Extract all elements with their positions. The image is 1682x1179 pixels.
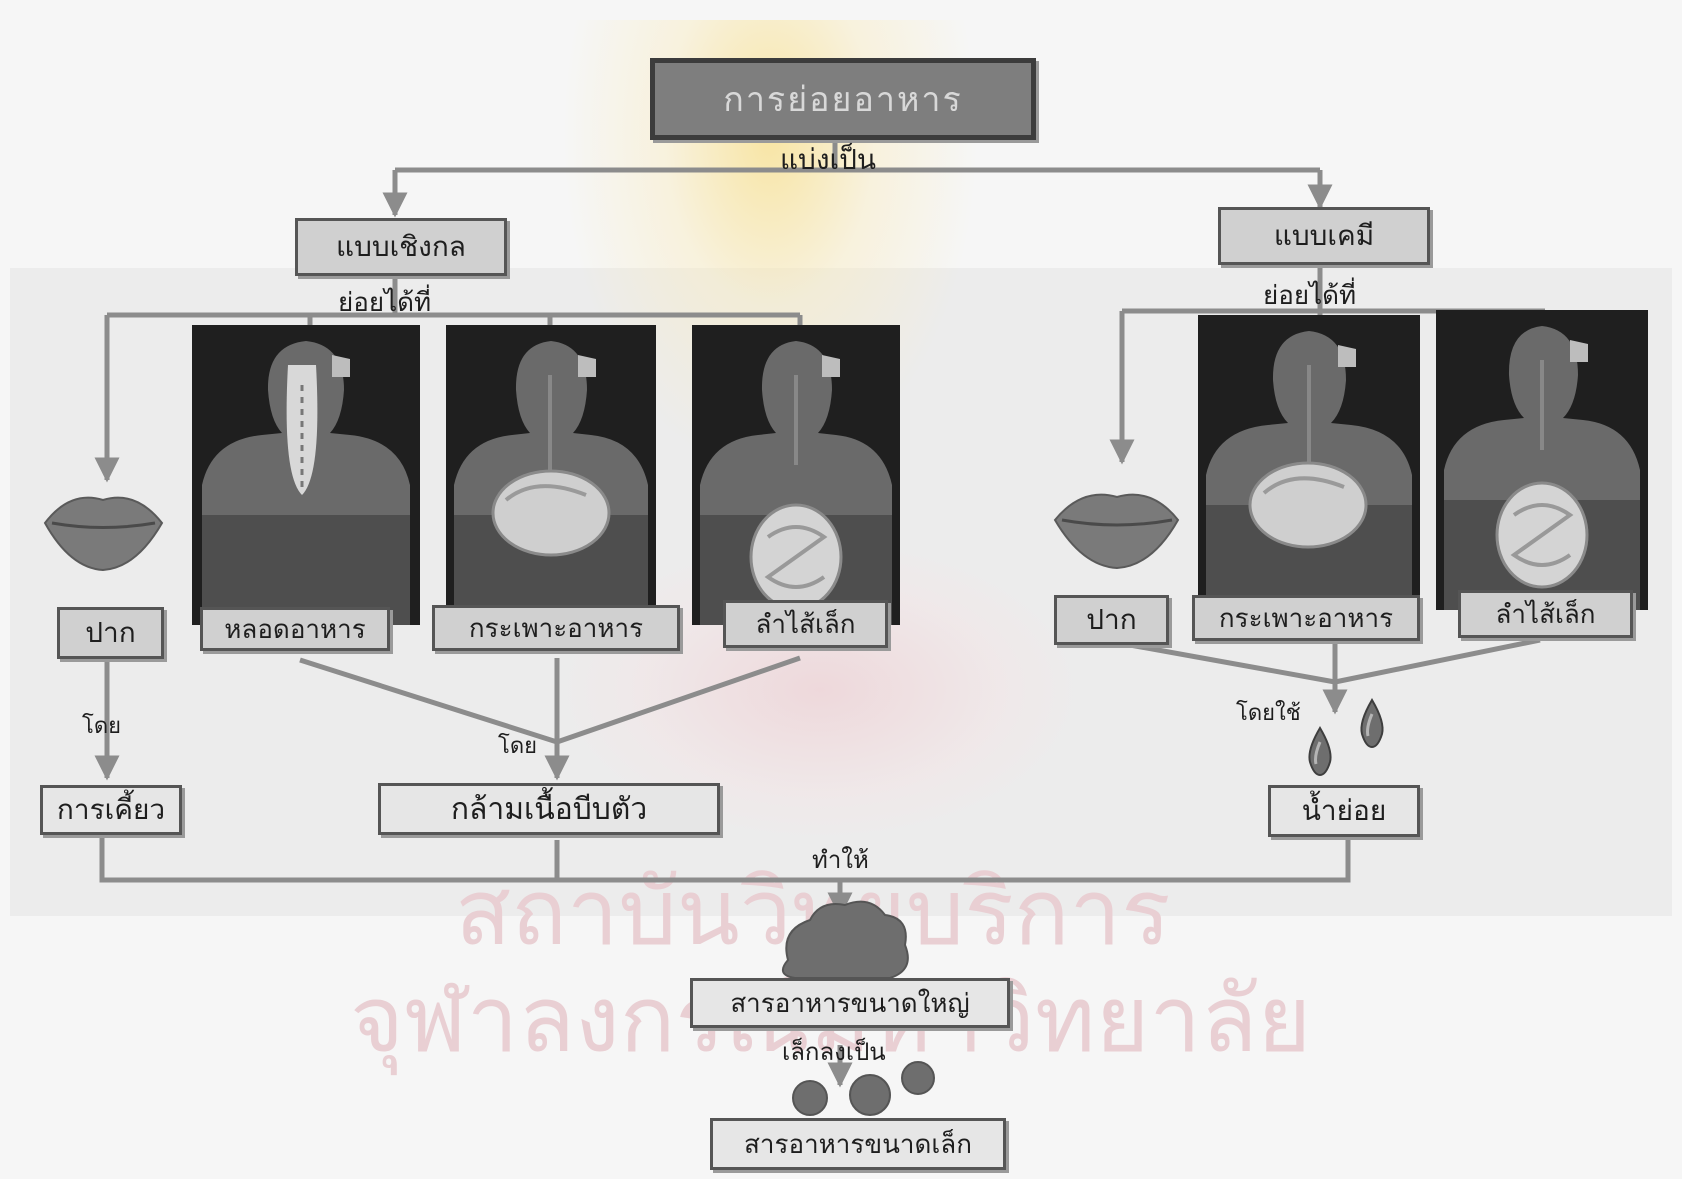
small-label: เล็กลงเป็น	[782, 1038, 886, 1066]
mechanical-where-label: ย่อยได้ที่	[338, 288, 432, 318]
site-small-intestine-mechanical: ลำไส้เล็ก	[723, 600, 888, 648]
organs-by-label: โดย	[498, 734, 537, 759]
muscle-contraction-box: กล้ามเนื้อบีบตัว	[378, 783, 720, 835]
mechanical-digestion-box: แบบเชิงกล	[295, 218, 507, 276]
chewing-box: การเคี้ยว	[40, 785, 182, 835]
site-stomach-chemical: กระเพาะอาหาร	[1192, 595, 1420, 641]
chemical-digestion-box: แบบเคมี	[1218, 207, 1430, 265]
merge-line	[99, 838, 1351, 883]
chemical-where-label: ย่อยได้ที่	[1263, 281, 1357, 311]
digestion-title: การย่อยอาหาร	[650, 58, 1036, 140]
chemical-by-label: โดยใช้	[1236, 701, 1301, 726]
result-label: ทำให้	[812, 846, 869, 874]
small-intestine-body-image-mechanical	[692, 325, 900, 625]
small-nutrients-box: สารอาหารขนาดเล็ก	[710, 1118, 1006, 1170]
organs-converge	[299, 655, 801, 745]
site-mouth-mechanical: ปาก	[57, 607, 164, 659]
split-line	[395, 135, 1320, 173]
digestive-juices-box: น้ำย่อย	[1268, 785, 1420, 837]
large-nutrients-box: สารอาหารขนาดใหญ่	[690, 978, 1010, 1028]
site-small-intestine-chemical: ลำไส้เล็ก	[1458, 590, 1633, 638]
split-label: แบ่งเป็น	[780, 143, 876, 176]
site-stomach-mechanical: กระเพาะอาหาร	[432, 605, 680, 651]
mouth-by-label: โดย	[82, 714, 121, 739]
stomach-body-image-chemical	[1198, 315, 1420, 615]
site-esophagus: หลอดอาหาร	[200, 607, 390, 651]
chemical-converge	[1129, 637, 1541, 685]
site-mouth-chemical: ปาก	[1054, 595, 1169, 645]
esophagus-body-image	[192, 325, 420, 625]
